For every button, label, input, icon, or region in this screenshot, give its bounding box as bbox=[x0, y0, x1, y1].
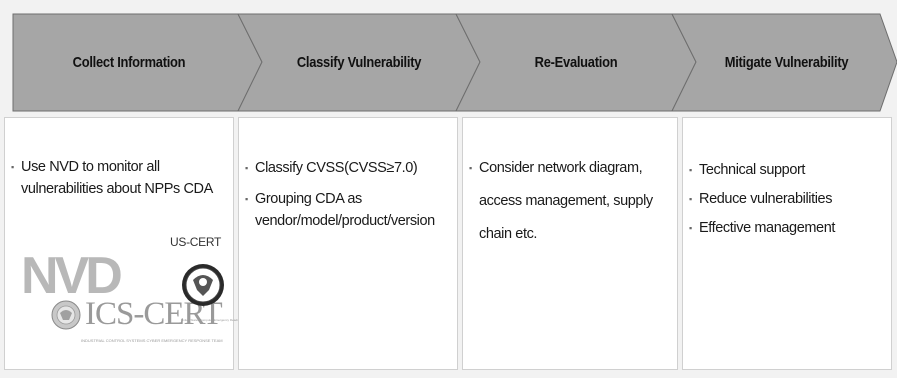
bullet-item: Effective management bbox=[689, 218, 887, 238]
bullet-item: Reduce vulnerabilities bbox=[689, 189, 887, 209]
uscert-logo-text: US-CERT bbox=[170, 235, 222, 249]
step-4-label: Mitigate Vulnerability bbox=[724, 54, 849, 71]
step-3-label: Re-Evaluation bbox=[534, 54, 618, 71]
logo-group: US-CERT NVD ICS-CERT INDUSTRIAL CONTROL … bbox=[5, 118, 252, 369]
panel-1-bullets: Use NVD to monitor all vulnerabilities a… bbox=[11, 156, 229, 200]
ics-cert-tagline: INDUSTRIAL CONTROL SYSTEMS CYBER EMERGEN… bbox=[81, 338, 223, 343]
seal-caption: United States Computer Emergency Readine… bbox=[181, 318, 253, 322]
bullet-item: Grouping CDA as vendor/model/product/ver… bbox=[245, 188, 453, 232]
step-2-label: Classify Vulnerability bbox=[296, 54, 422, 71]
nvd-logo: NVD bbox=[21, 247, 123, 305]
bullet-item: Consider network diagram, access managem… bbox=[469, 152, 673, 251]
dhs-seal-icon bbox=[51, 300, 81, 330]
panel-re-evaluation: Consider network diagram, access managem… bbox=[462, 117, 678, 370]
panel-4-bullets: Technical support Reduce vulnerabilities… bbox=[689, 160, 887, 238]
panel-2-bullets: Classify CVSS(CVSS≥7.0) Grouping CDA as … bbox=[245, 158, 453, 232]
step-1-label: Collect Information bbox=[72, 54, 186, 71]
panel-mitigate-vulnerability: Technical support Reduce vulnerabilities… bbox=[682, 117, 892, 370]
panel-classify-vulnerability: Classify CVSS(CVSS≥7.0) Grouping CDA as … bbox=[238, 117, 458, 370]
uscert-seal-icon bbox=[182, 264, 224, 306]
bullet-item: Use NVD to monitor all vulnerabilities a… bbox=[11, 156, 229, 200]
bullet-item: Classify CVSS(CVSS≥7.0) bbox=[245, 158, 453, 178]
panel-collect-information: Use NVD to monitor all vulnerabilities a… bbox=[4, 117, 252, 370]
bullet-item: Technical support bbox=[689, 160, 887, 180]
step-4-chevron bbox=[671, 13, 897, 112]
panel-3-bullets: Consider network diagram, access managem… bbox=[469, 152, 673, 257]
